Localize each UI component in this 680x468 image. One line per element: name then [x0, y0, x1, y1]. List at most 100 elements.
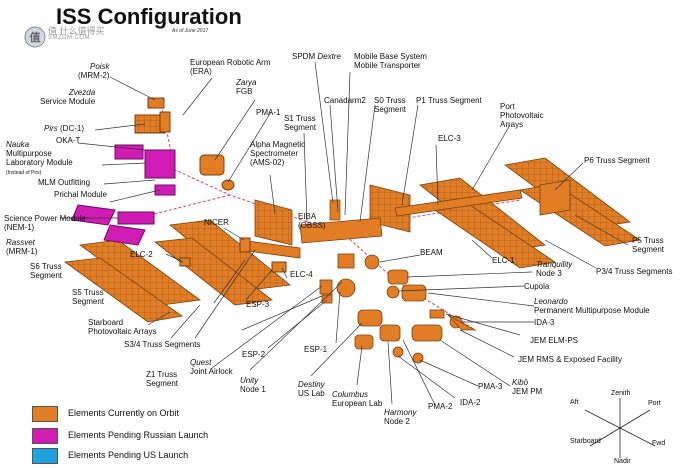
compass-starboard: Starboard — [570, 438, 601, 445]
label-p1-truss: P1 Truss Segment — [416, 96, 482, 105]
harmony-body — [379, 324, 401, 342]
compass-nadir: Nadir — [614, 458, 631, 465]
label-elc-3: ELC-3 — [438, 134, 461, 143]
label-esp-1: ESP-1 — [304, 345, 328, 354]
legend-label-us: Elements Pending US Launch — [68, 450, 189, 460]
port-arrays — [369, 157, 642, 269]
label-jem-rms: JEM RMS & Exposed Facility — [518, 355, 623, 364]
label-canadarm2: Canadarm2 — [324, 96, 366, 105]
legend-label-russian: Elements Pending Russian Launch — [68, 430, 209, 440]
orientation-compass — [584, 398, 656, 458]
label-pma-3: PMA-3 — [478, 382, 503, 391]
label-p34-truss: P3/4 Truss Segments — [596, 267, 673, 276]
leonardo-body — [401, 284, 427, 302]
poisk-body — [147, 97, 165, 109]
nauka-panel — [114, 144, 144, 160]
jem-rms-arm — [447, 314, 477, 331]
s6-array-2 — [63, 257, 184, 323]
pma2-body — [392, 346, 404, 358]
label-elc-1: ELC-1 — [492, 256, 515, 265]
canadarm2-base — [337, 253, 355, 269]
spm-body — [117, 211, 155, 225]
diagram-title: ISS Configuration — [56, 4, 242, 29]
label-era: European Robotic Arm(ERA) — [190, 58, 271, 76]
compass-fwd: Fwd — [652, 440, 666, 447]
legend-swatch-russian — [32, 428, 58, 444]
nicer-body — [239, 237, 251, 253]
label-jem-elm-ps: JEM ELM-PS — [530, 336, 579, 345]
esp3-body — [321, 294, 333, 304]
label-oka-t: OKA-T — [56, 136, 81, 145]
p-truss — [394, 189, 523, 217]
label-eiba: EIBA(OBSS) — [298, 212, 326, 230]
elc4-body — [271, 261, 287, 273]
label-elc-2: ELC-2 — [130, 250, 153, 259]
beam-body — [364, 254, 380, 270]
spm-array-2 — [103, 224, 146, 246]
label-s34-truss: S3/4 Truss Segments — [124, 340, 201, 349]
legend-label-orbit: Elements Currently on Orbit — [68, 408, 180, 418]
zvezda-body — [159, 111, 171, 133]
compass-zenith: Zenith — [611, 390, 631, 397]
watermark-text: 值 什么值得买 — [48, 26, 105, 36]
watermark-logo: 值 — [24, 26, 46, 48]
label-beam: BEAM — [420, 248, 443, 257]
label-esp-3: ESP-3 — [246, 300, 270, 309]
dextre — [329, 199, 341, 221]
svg-text:值: 值 — [30, 30, 41, 44]
label-rassvet: Rassvet(MRM-1) — [6, 238, 38, 256]
label-spdm-dextre: SPDM Dextre — [292, 52, 341, 61]
s4-array-2 — [153, 237, 273, 306]
tranquility-body — [387, 269, 409, 285]
p6-box — [539, 179, 571, 216]
label-prichal: Prichal Module — [54, 190, 107, 199]
compass-aft: Aft — [570, 399, 579, 406]
watermark-url: SMZDM.COM — [48, 35, 91, 41]
nauka-body — [144, 149, 176, 179]
leader-lines — [60, 61, 629, 406]
ida2-body — [412, 352, 424, 364]
radiator-s — [254, 199, 293, 246]
z1-body — [319, 279, 333, 295]
pma1-body — [221, 179, 235, 191]
s0-truss — [299, 217, 383, 244]
label-ida-3: IDA-3 — [534, 318, 555, 327]
label-p6-truss: P6 Truss Segment — [584, 156, 650, 165]
us-segment — [319, 253, 477, 364]
label-esp-2: ESP-2 — [242, 350, 266, 359]
columbus-body — [354, 334, 374, 350]
label-elc-4: ELC-4 — [290, 270, 313, 279]
destiny-body — [357, 309, 383, 327]
label-poisk: Poisk(MRM-2) — [78, 62, 110, 80]
jem-elm-body — [429, 309, 445, 319]
diagram-subtitle: As of June 2017 — [172, 28, 209, 34]
label-pma-2: PMA-2 — [428, 402, 453, 411]
label-cupola: Cupola — [524, 282, 550, 291]
kibo-body — [411, 324, 443, 342]
label-ida-2: IDA-2 — [460, 398, 481, 407]
label-nicer: NICER — [204, 218, 229, 227]
compass-port: Port — [648, 400, 661, 407]
unity-body — [336, 278, 356, 298]
